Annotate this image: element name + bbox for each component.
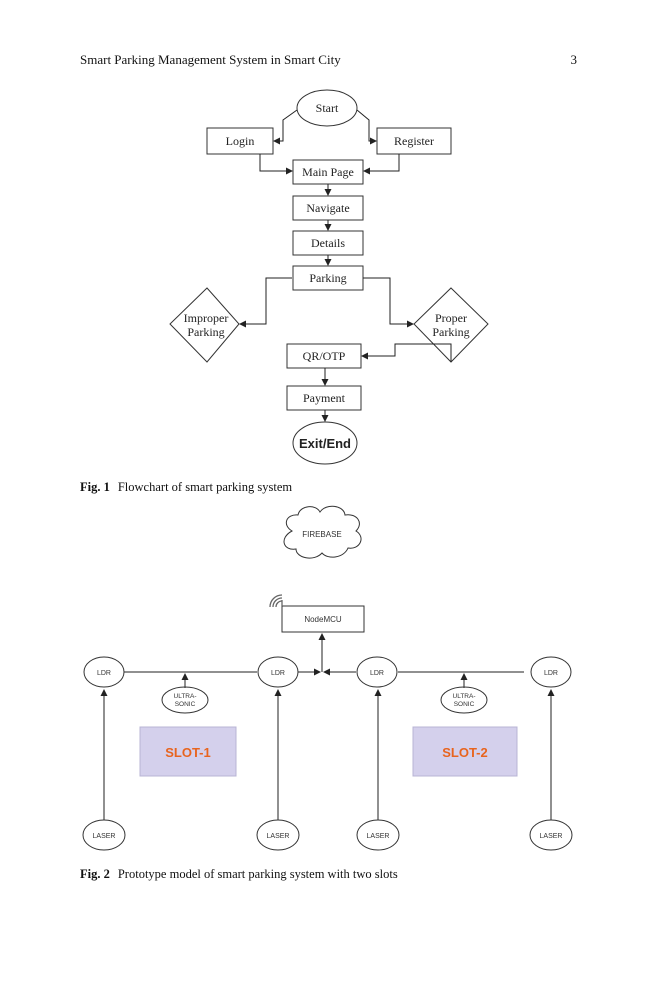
details-label: Details (311, 236, 345, 250)
improper-label-line2: Parking (187, 325, 224, 339)
laser-sensor (529, 819, 573, 851)
prototype-diagram: FIREBASE NodeMCU LDR LDR LDR LDR ULTRA- … (82, 505, 573, 851)
exit-label: Exit/End (299, 436, 351, 451)
exit-node (292, 421, 358, 465)
ldr-label: LDR (544, 670, 558, 677)
slot-1-box (139, 726, 237, 777)
ultrasonic-label-line1: ULTRA- (453, 693, 476, 700)
wifi-icon (269, 594, 283, 608)
nodemcu-label: NodeMCU (304, 615, 342, 624)
start-node (296, 89, 358, 127)
laser-sensor (356, 819, 400, 851)
flowchart: Start Login Register Main Page Navigate … (169, 89, 489, 465)
firebase-label: FIREBASE (302, 530, 342, 539)
page-number: 3 (570, 52, 578, 67)
ldr-sensor (257, 656, 299, 688)
payment-node (286, 385, 362, 411)
figure-1-caption-text: Flowchart of smart parking system (117, 480, 293, 494)
laser-label: LASER (267, 833, 290, 840)
laser-label: LASER (93, 833, 116, 840)
figure-2-label: Fig. 2 (80, 867, 110, 881)
parking-label: Parking (309, 271, 346, 285)
laser-label: LASER (540, 833, 563, 840)
ldr-label: LDR (271, 670, 285, 677)
register-node (376, 127, 452, 155)
login-label: Login (226, 134, 255, 148)
ldr-sensor (83, 656, 125, 688)
proper-label-line2: Parking (432, 325, 469, 339)
navigate-label: Navigate (306, 201, 349, 215)
running-title: Smart Parking Management System in Smart… (80, 52, 341, 67)
slot-2-label: SLOT-2 (442, 745, 488, 760)
laser-sensor (256, 819, 300, 851)
slot-1-label: SLOT-1 (165, 745, 211, 760)
ultrasonic-label-line2: SONIC (454, 701, 475, 708)
slot-2-box (412, 726, 518, 777)
bus-wires (100, 633, 555, 820)
ldr-sensor (530, 656, 572, 688)
ultrasonic-label-line1: ULTRA- (174, 693, 197, 700)
laser-label: LASER (367, 833, 390, 840)
improper-label-line1: Improper (184, 311, 229, 325)
figure-2-caption-text: Prototype model of smart parking system … (117, 867, 398, 881)
payment-label: Payment (303, 391, 346, 405)
firebase-cloud (283, 505, 362, 559)
ldr-label: LDR (370, 670, 384, 677)
register-label: Register (394, 134, 434, 148)
laser-sensor (82, 819, 126, 851)
figure-1-label: Fig. 1 (80, 480, 110, 494)
ldr-label: LDR (97, 670, 111, 677)
qr-otp-label: QR/OTP (303, 349, 346, 363)
proper-label-line1: Proper (435, 311, 467, 325)
improper-parking-node (169, 287, 240, 363)
flow-arrows (239, 109, 452, 422)
ldr-sensor (356, 656, 398, 688)
ultrasonic-sensor (161, 686, 209, 714)
start-label: Start (316, 101, 339, 115)
ultrasonic-label-line2: SONIC (175, 701, 196, 708)
ultrasonic-sensor (440, 686, 488, 714)
figure-2-caption: Fig. 2 Prototype model of smart parking s… (80, 867, 398, 882)
main-page-label: Main Page (302, 165, 354, 179)
nodemcu-box (281, 605, 365, 633)
figure-1-caption: Fig. 1 Flowchart of smart parking system (80, 480, 292, 495)
